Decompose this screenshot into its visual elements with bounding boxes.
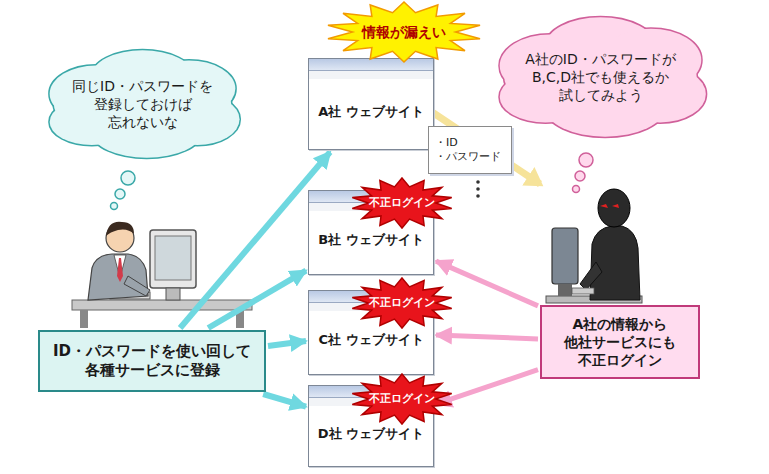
memo-paper: ・ID・パスワード (428, 126, 512, 174)
note-box: ID・パスワードを使い回して 各種サービスに登録 (38, 330, 266, 392)
attacker-illustration (546, 189, 642, 303)
node-text: ・パスワード (435, 150, 501, 164)
node-text: D社 ウェブサイト (318, 426, 424, 443)
node-text: ・ID (435, 136, 458, 150)
node-text: 同じID・パスワードを 登録しておけば 忘れないな (61, 77, 225, 132)
website-window: A社 ウェブサイト (308, 58, 434, 150)
arrow-connector (208, 271, 306, 328)
node-text: 情報が漏えい (362, 23, 446, 41)
node-text: 不正ログイン (369, 196, 435, 210)
arrow-connector (436, 370, 538, 404)
node-text: 不正ログイン (369, 392, 435, 406)
node-text: 不正ログイン (369, 296, 435, 310)
arrow-connector (436, 335, 538, 339)
node-text: C社 ウェブサイト (318, 332, 423, 349)
arrow-connector (436, 261, 538, 306)
node-text: ID・パスワードを使い回して 各種サービスに登録 (50, 342, 254, 381)
note-box: A社の情報から 他社サービスにも 不正ログイン (540, 305, 700, 379)
login-burst: 不正ログイン (351, 278, 453, 328)
login-burst: 不正ログイン (351, 178, 453, 228)
thought-cloud: A社のID・パスワードが B,C,D社でも使えるか 試してみよう (486, 6, 715, 148)
node-text: A社の情報から 他社サービスにも 不正ログイン (552, 315, 688, 370)
node-text: B社 ウェブサイト (318, 232, 423, 249)
node-text: A社のID・パスワードが B,C,D社でも使えるか 試してみよう (505, 50, 696, 105)
thought-cloud: 同じID・パスワードを 登録しておけば 忘れないな (37, 40, 248, 168)
login-burst: 不正ログイン (351, 374, 453, 424)
arrow-connector (268, 341, 306, 346)
leak-burst: 情報が漏えい (326, 2, 482, 62)
node-text: A社 ウェブサイト (318, 104, 424, 121)
arrow-connector (263, 394, 306, 407)
